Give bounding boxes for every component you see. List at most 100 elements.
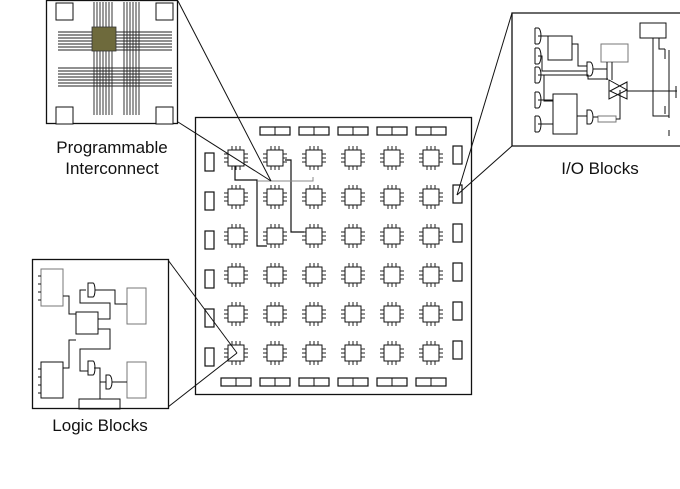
io-pad-body — [204, 230, 215, 250]
io-pad-horizontal — [376, 126, 408, 136]
lut-inputs — [38, 275, 41, 394]
logic-block-chip — [302, 185, 326, 209]
io-wires — [538, 35, 677, 136]
io-pad-vertical — [452, 262, 463, 282]
chip-pins — [263, 341, 287, 365]
logic-block-chip — [341, 263, 365, 287]
chip-body — [383, 227, 401, 245]
chip-body — [422, 266, 440, 284]
logic-block-chip — [380, 146, 404, 170]
io-pad-body — [452, 262, 463, 282]
corner-pad — [155, 106, 174, 125]
interconnect-inset — [45, 0, 179, 125]
logic-block-chip — [302, 341, 326, 365]
chip-pins — [380, 185, 404, 209]
logic-block-chip — [419, 185, 443, 209]
chip-pins — [341, 224, 365, 248]
interconnect-callout-bottom — [177, 121, 272, 182]
logic-block-chip — [380, 302, 404, 326]
logic-block-chip — [419, 302, 443, 326]
chip-pins — [263, 302, 287, 326]
chip-pins — [302, 302, 326, 326]
chip-body — [227, 266, 245, 284]
chip-pins — [302, 341, 326, 365]
chip-body — [344, 149, 362, 167]
chip-pins — [419, 263, 443, 287]
logic-block-chip — [341, 302, 365, 326]
chip-pins — [263, 224, 287, 248]
io-mux — [586, 61, 594, 77]
io-pad-vertical — [452, 340, 463, 360]
io-pad-body — [204, 191, 215, 211]
chip-body — [266, 266, 284, 284]
io-callout-top — [456, 12, 513, 196]
chip-body — [383, 149, 401, 167]
chip-pins — [419, 341, 443, 365]
io-pad-body — [204, 269, 215, 289]
chip-body — [227, 227, 245, 245]
chip-body — [344, 344, 362, 362]
io-pad-body — [452, 340, 463, 360]
chip-pins — [302, 263, 326, 287]
io-resistor — [597, 115, 617, 123]
io-mux — [586, 109, 594, 125]
chip-body — [227, 188, 245, 206]
logic-block-chip — [224, 341, 248, 365]
io-pad-horizontal — [376, 377, 408, 387]
chip-pins — [380, 146, 404, 170]
chip-pins — [341, 341, 365, 365]
io-pad-horizontal — [337, 377, 369, 387]
logic-mux — [105, 374, 113, 390]
logic-callout-bottom — [167, 352, 238, 408]
chip-pins — [419, 185, 443, 209]
io-control — [639, 22, 667, 39]
chip-body — [266, 344, 284, 362]
io-inset-frame — [511, 12, 680, 147]
logic-callout-top — [167, 259, 238, 354]
chip-body — [305, 149, 323, 167]
routing-wire — [258, 177, 314, 182]
logic-block-chip — [302, 224, 326, 248]
chip-body — [305, 344, 323, 362]
logic-block-chip — [224, 302, 248, 326]
logic-block-chip — [224, 185, 248, 209]
logic-blocks-label: Logic Blocks — [52, 416, 148, 435]
io-buffer — [608, 79, 629, 100]
chip-body — [305, 227, 323, 245]
chip-pins — [419, 302, 443, 326]
chip-body — [266, 305, 284, 323]
interconnect-label-line1: Programmable — [56, 138, 168, 157]
chip-body — [266, 149, 284, 167]
interconnect-callout-top — [177, 0, 272, 182]
chip-body — [344, 227, 362, 245]
io-pad-vertical — [452, 145, 463, 165]
interconnect-vertical-wires — [93, 2, 140, 115]
io-pad-horizontal — [415, 377, 447, 387]
chip-pins — [224, 263, 248, 287]
io-control — [600, 43, 629, 63]
chip-body — [422, 227, 440, 245]
chip-body — [305, 188, 323, 206]
logic-cell — [75, 311, 99, 335]
chip-pins — [341, 263, 365, 287]
io-register — [552, 93, 578, 135]
io-pad-body — [452, 223, 463, 243]
io-pad-vertical — [452, 301, 463, 321]
logic-block-chip — [263, 302, 287, 326]
routing-wire — [234, 166, 267, 247]
logic-block-chip — [341, 224, 365, 248]
io-pad-body — [452, 145, 463, 165]
chip-body — [344, 266, 362, 284]
io-pad-horizontal — [259, 377, 291, 387]
logic-block-chip — [341, 185, 365, 209]
io-pad-horizontal — [220, 377, 252, 387]
chip-body — [305, 266, 323, 284]
logic-block-chip — [419, 146, 443, 170]
logic-block-chip — [380, 263, 404, 287]
chip-pins — [224, 146, 248, 170]
corner-pad — [55, 106, 74, 125]
io-pad-body — [204, 347, 215, 367]
chip-pins — [224, 185, 248, 209]
logic-block-chip — [302, 146, 326, 170]
